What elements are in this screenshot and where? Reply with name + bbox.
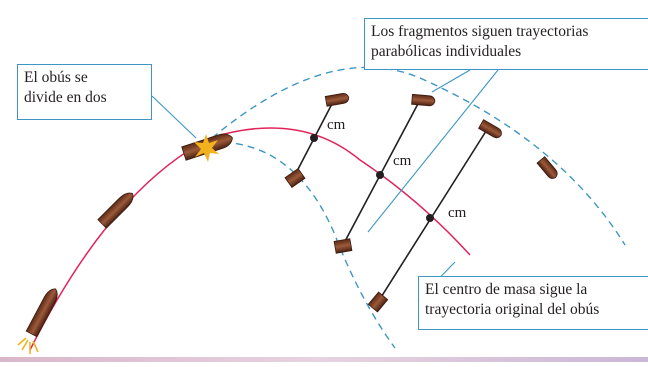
divide-leader bbox=[151, 95, 197, 139]
shell-launch bbox=[25, 288, 58, 338]
fragment-upper-1 bbox=[324, 92, 350, 107]
callout-cm-line1: El centro de masa sigue la bbox=[425, 281, 588, 298]
launch-flash bbox=[17, 337, 39, 354]
callout-cm-line2: trayectoria original del obús bbox=[425, 301, 600, 318]
fragment-upper-4 bbox=[536, 156, 558, 179]
shell-rising bbox=[97, 192, 134, 229]
callout-shell-divides: El obús se divide en dos bbox=[17, 64, 152, 120]
explosion-icon bbox=[194, 134, 219, 162]
fragment-upper-2 bbox=[411, 93, 436, 107]
fragment-lower-3 bbox=[367, 291, 389, 313]
callout-divide-line1: El obús se bbox=[24, 69, 88, 86]
cm-point-2 bbox=[376, 171, 384, 179]
rod-3 bbox=[377, 127, 489, 303]
callout-fragments-line1: Los fragmentos siguen trayectorias bbox=[371, 23, 589, 40]
center-of-mass-trajectory bbox=[29, 127, 471, 351]
cm-label-1: cm bbox=[327, 117, 346, 133]
fragments-leader-2 bbox=[431, 69, 471, 93]
bottom-border bbox=[0, 357, 648, 362]
callout-leaders bbox=[151, 69, 499, 301]
cm-point-3 bbox=[426, 214, 434, 222]
fragment-lower-1 bbox=[284, 167, 306, 189]
callout-center-of-mass: El centro de masa sigue la trayectoria o… bbox=[418, 276, 648, 330]
fragments-leader-1 bbox=[367, 69, 499, 233]
fragment-upper-3 bbox=[478, 119, 502, 139]
cm-label-3: cm bbox=[448, 205, 467, 221]
callout-fragments: Los fragmentos siguen trayectorias parab… bbox=[364, 18, 648, 70]
fragment-lower-2 bbox=[333, 238, 353, 254]
lower-fragment-path bbox=[211, 141, 396, 349]
cm-label-2: cm bbox=[393, 153, 412, 169]
callout-divide-line2: divide en dos bbox=[24, 89, 107, 106]
callout-fragments-line2: parabólicas individuales bbox=[371, 43, 522, 60]
cm-point-1 bbox=[310, 134, 318, 142]
fragment-rods bbox=[294, 99, 489, 303]
upper-fragment-path bbox=[211, 66, 626, 246]
